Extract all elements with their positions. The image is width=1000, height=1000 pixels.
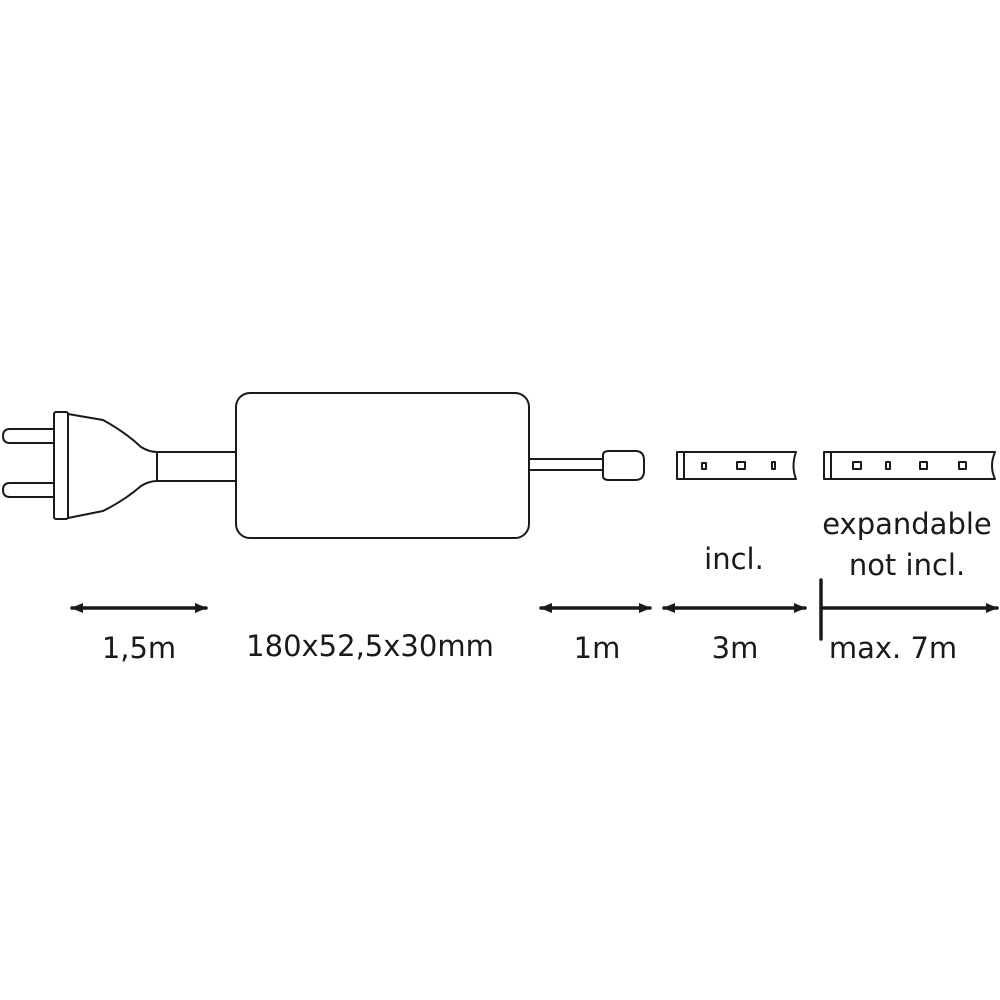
led-strip-expandable [823, 451, 996, 480]
max-length-label: max. 7m [829, 631, 957, 665]
connector-plug-icon [602, 450, 645, 481]
expandable-label: expandable [822, 507, 992, 541]
power-plug-icon [2, 411, 158, 520]
cable-length-label: 1,5m [102, 631, 176, 665]
power-driver-box [235, 392, 530, 539]
connector-cable-length-label: 1m [574, 631, 621, 665]
included-note-label: incl. [704, 542, 764, 576]
led-strip-included [676, 451, 797, 480]
connector-cable [528, 458, 604, 471]
not-included-label: not incl. [849, 548, 965, 582]
strip-length-label: 3m [712, 631, 759, 665]
power-cable [156, 451, 237, 482]
driver-dimensions-label: 180x52,5x30mm [246, 629, 494, 663]
